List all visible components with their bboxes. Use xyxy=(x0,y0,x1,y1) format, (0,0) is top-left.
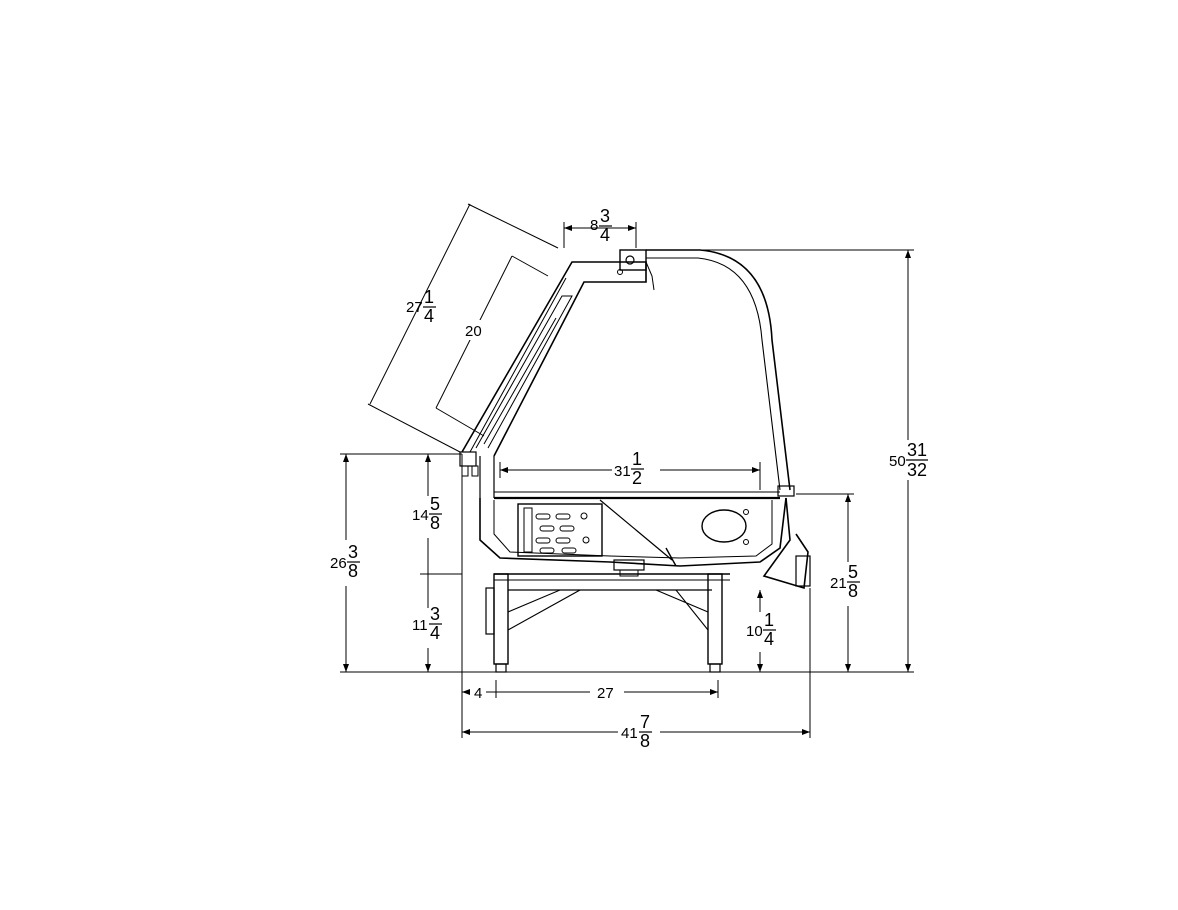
svg-text:4: 4 xyxy=(430,623,440,643)
svg-text:8: 8 xyxy=(640,731,650,751)
svg-text:41: 41 xyxy=(621,725,638,742)
svg-text:1: 1 xyxy=(424,287,434,307)
svg-text:11: 11 xyxy=(412,617,428,634)
svg-text:1: 1 xyxy=(764,610,774,630)
dim-leg-spacing: 27 xyxy=(597,685,614,702)
svg-text:4: 4 xyxy=(764,629,774,649)
svg-text:20: 20 xyxy=(465,323,482,340)
svg-text:7: 7 xyxy=(640,712,650,732)
svg-text:10: 10 xyxy=(746,623,763,640)
svg-text:4: 4 xyxy=(600,225,610,245)
svg-text:5: 5 xyxy=(430,494,440,514)
svg-text:8: 8 xyxy=(430,513,440,533)
dim-deck-depth: 31 1 2 xyxy=(614,449,644,488)
arrowheads xyxy=(343,225,911,735)
svg-text:8: 8 xyxy=(348,561,358,581)
dim-glass-inner: 20 xyxy=(462,320,486,340)
svg-text:27: 27 xyxy=(597,685,614,702)
dim-front-height: 26 3 8 xyxy=(330,542,360,581)
svg-text:50: 50 xyxy=(889,453,906,470)
dim-top-width: 8 3 4 xyxy=(590,206,612,245)
dim-overall-height: 50 31 32 xyxy=(886,440,932,480)
case-outline xyxy=(459,249,811,673)
svg-text:3: 3 xyxy=(430,604,440,624)
svg-text:2: 2 xyxy=(632,468,642,488)
svg-text:5: 5 xyxy=(848,562,858,582)
svg-text:1: 1 xyxy=(632,449,642,469)
svg-text:21: 21 xyxy=(830,575,847,592)
dim-base-height: 11 3 4 xyxy=(412,604,442,643)
dim-case-height: 14 5 8 xyxy=(412,494,442,533)
svg-text:3: 3 xyxy=(348,542,358,562)
svg-text:14: 14 xyxy=(412,507,429,524)
svg-text:26: 26 xyxy=(330,555,347,572)
dim-leg-offset: 4 xyxy=(474,685,482,702)
svg-text:8: 8 xyxy=(590,217,598,234)
svg-text:31: 31 xyxy=(907,440,927,460)
dim-overall-depth: 41 7 8 xyxy=(621,712,652,751)
svg-text:3: 3 xyxy=(600,206,610,226)
dim-leg-height: 10 1 4 xyxy=(746,610,776,649)
svg-text:31: 31 xyxy=(614,463,631,480)
svg-text:4: 4 xyxy=(474,685,482,702)
svg-text:32: 32 xyxy=(907,460,927,480)
dim-rear-height: 21 5 8 xyxy=(830,562,860,601)
svg-text:27: 27 xyxy=(406,299,423,316)
svg-text:8: 8 xyxy=(848,581,858,601)
dim-glass-length: 27 1 4 xyxy=(406,287,436,326)
coil-fins xyxy=(535,512,590,554)
svg-text:4: 4 xyxy=(424,306,434,326)
